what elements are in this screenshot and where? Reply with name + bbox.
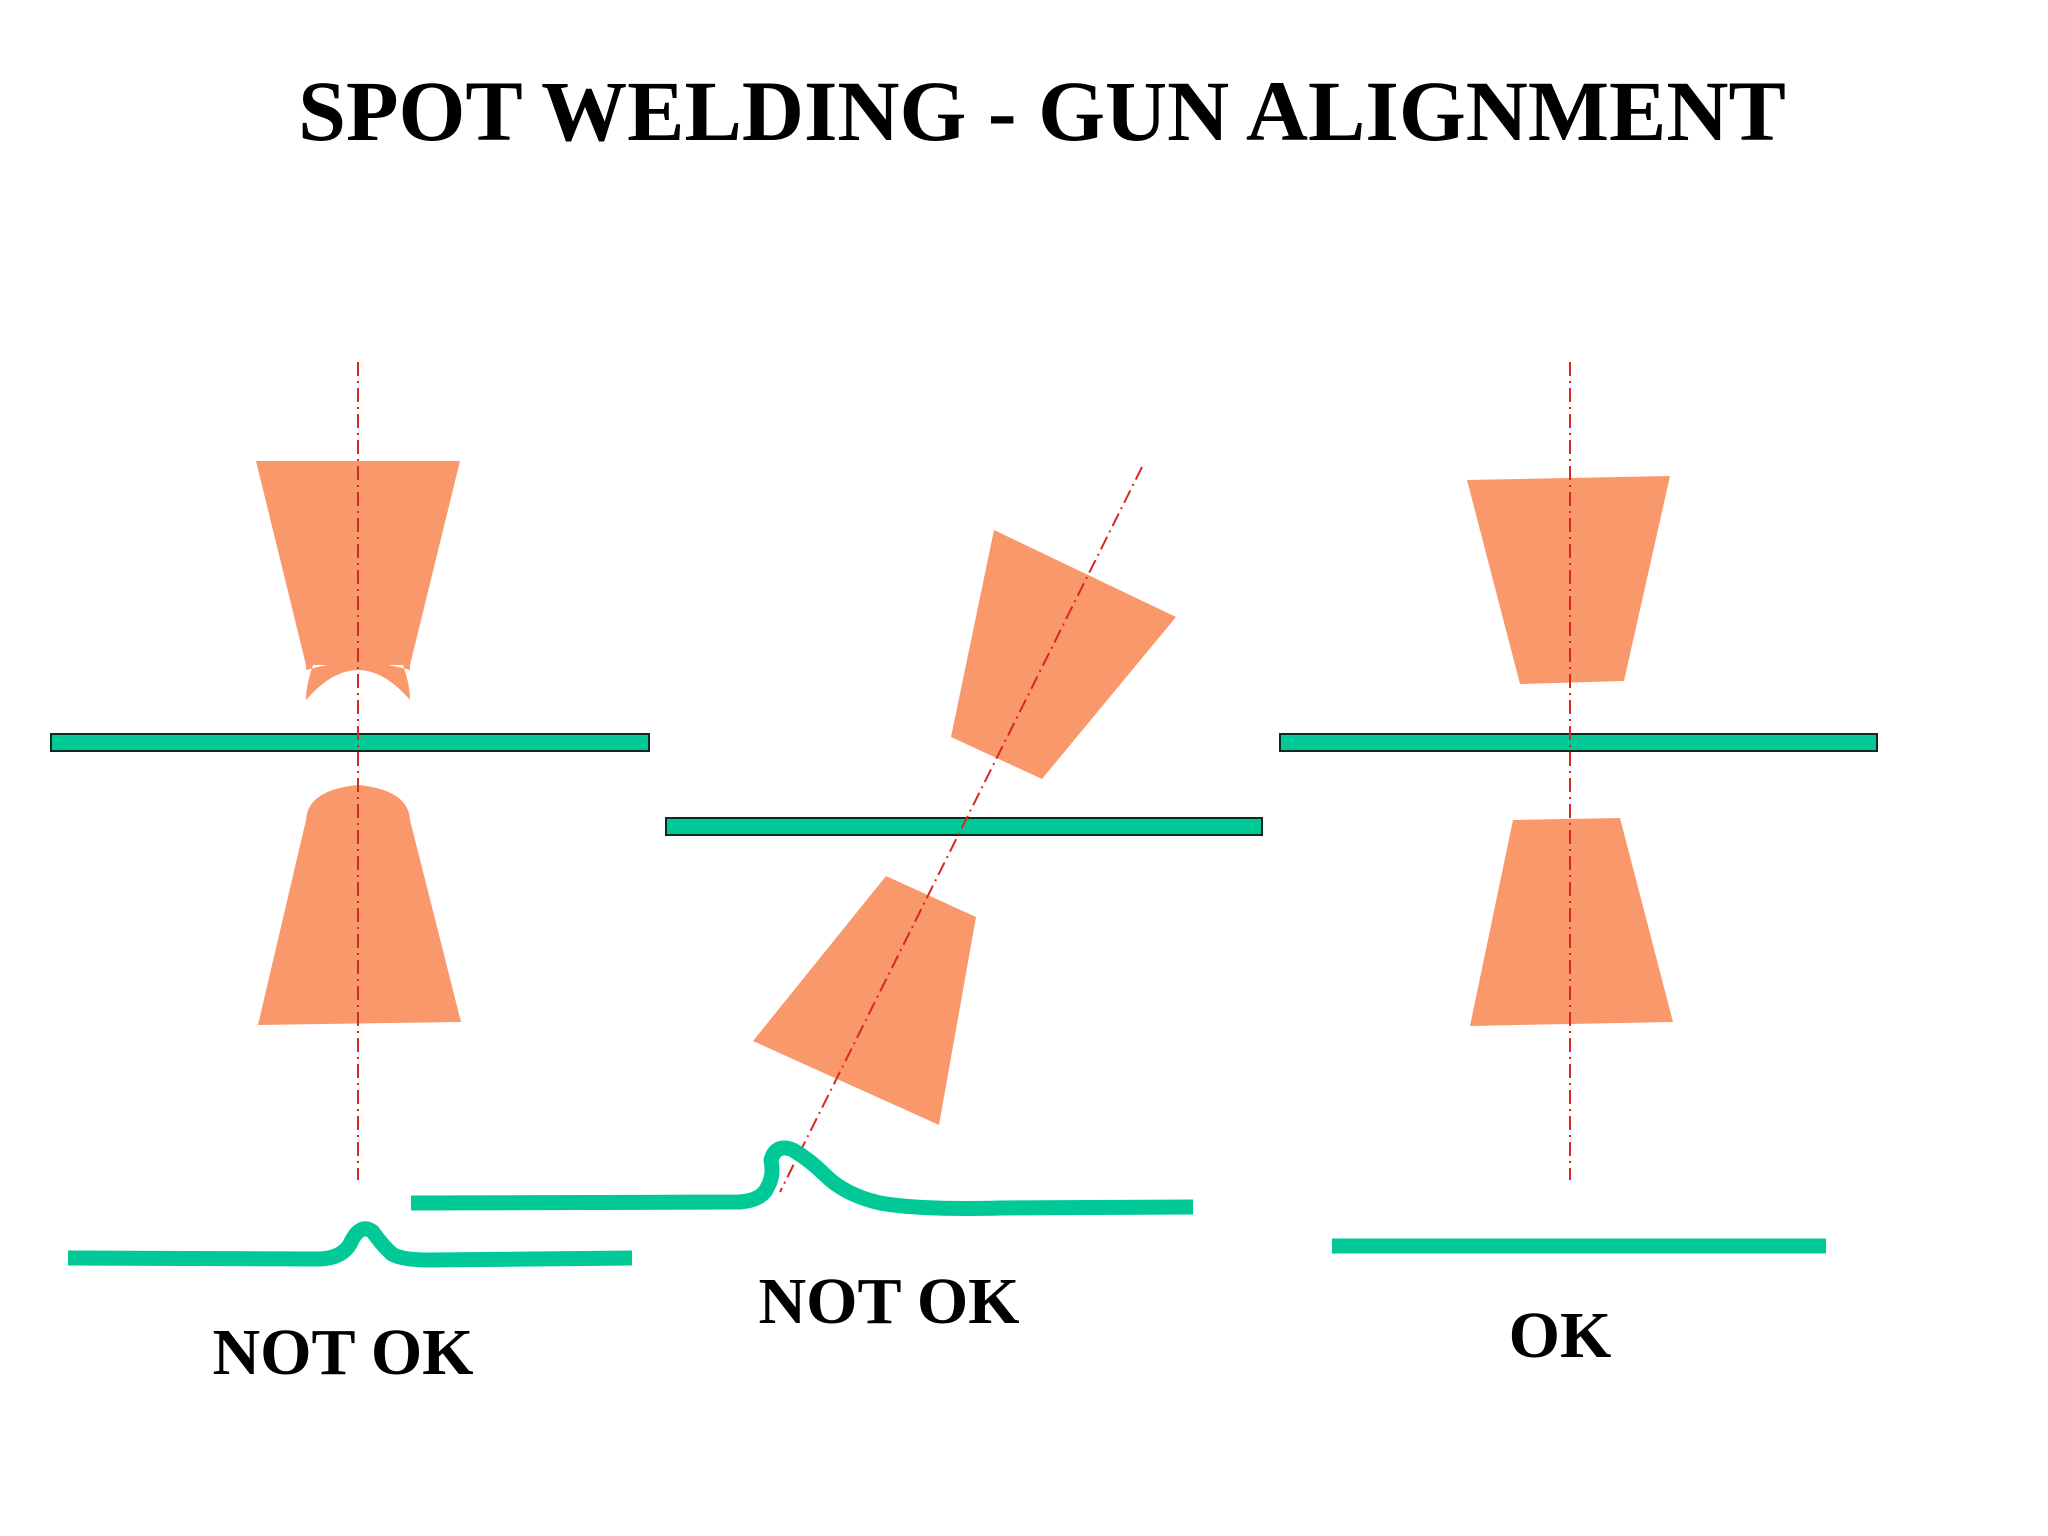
panel-middle: NOT OK <box>410 466 1263 1338</box>
upper-electrode-concave-tip <box>306 662 410 700</box>
weld-result-profile <box>67 1221 633 1268</box>
status-label-right: OK <box>1509 1299 1612 1372</box>
sheet-metal <box>50 733 650 752</box>
weld-result-profile <box>410 1140 1194 1216</box>
upper-electrode <box>951 530 1176 779</box>
upper-electrode <box>1467 476 1670 684</box>
lower-electrode-domed-tip <box>306 785 410 822</box>
lower-electrode <box>753 876 976 1125</box>
panel-left: NOT OK <box>50 362 650 1389</box>
electrode-axis <box>779 466 1143 1193</box>
sheet-metal <box>665 817 1263 836</box>
status-label-middle: NOT OK <box>758 1265 1019 1338</box>
lower-electrode <box>258 820 461 1025</box>
sheet-metal <box>1279 733 1878 752</box>
lower-electrode <box>1470 818 1673 1026</box>
page-title: SPOT WELDING - GUN ALIGNMENT <box>298 63 1786 159</box>
status-label-left: NOT OK <box>212 1316 473 1389</box>
panel-right: OK <box>1279 362 1878 1372</box>
